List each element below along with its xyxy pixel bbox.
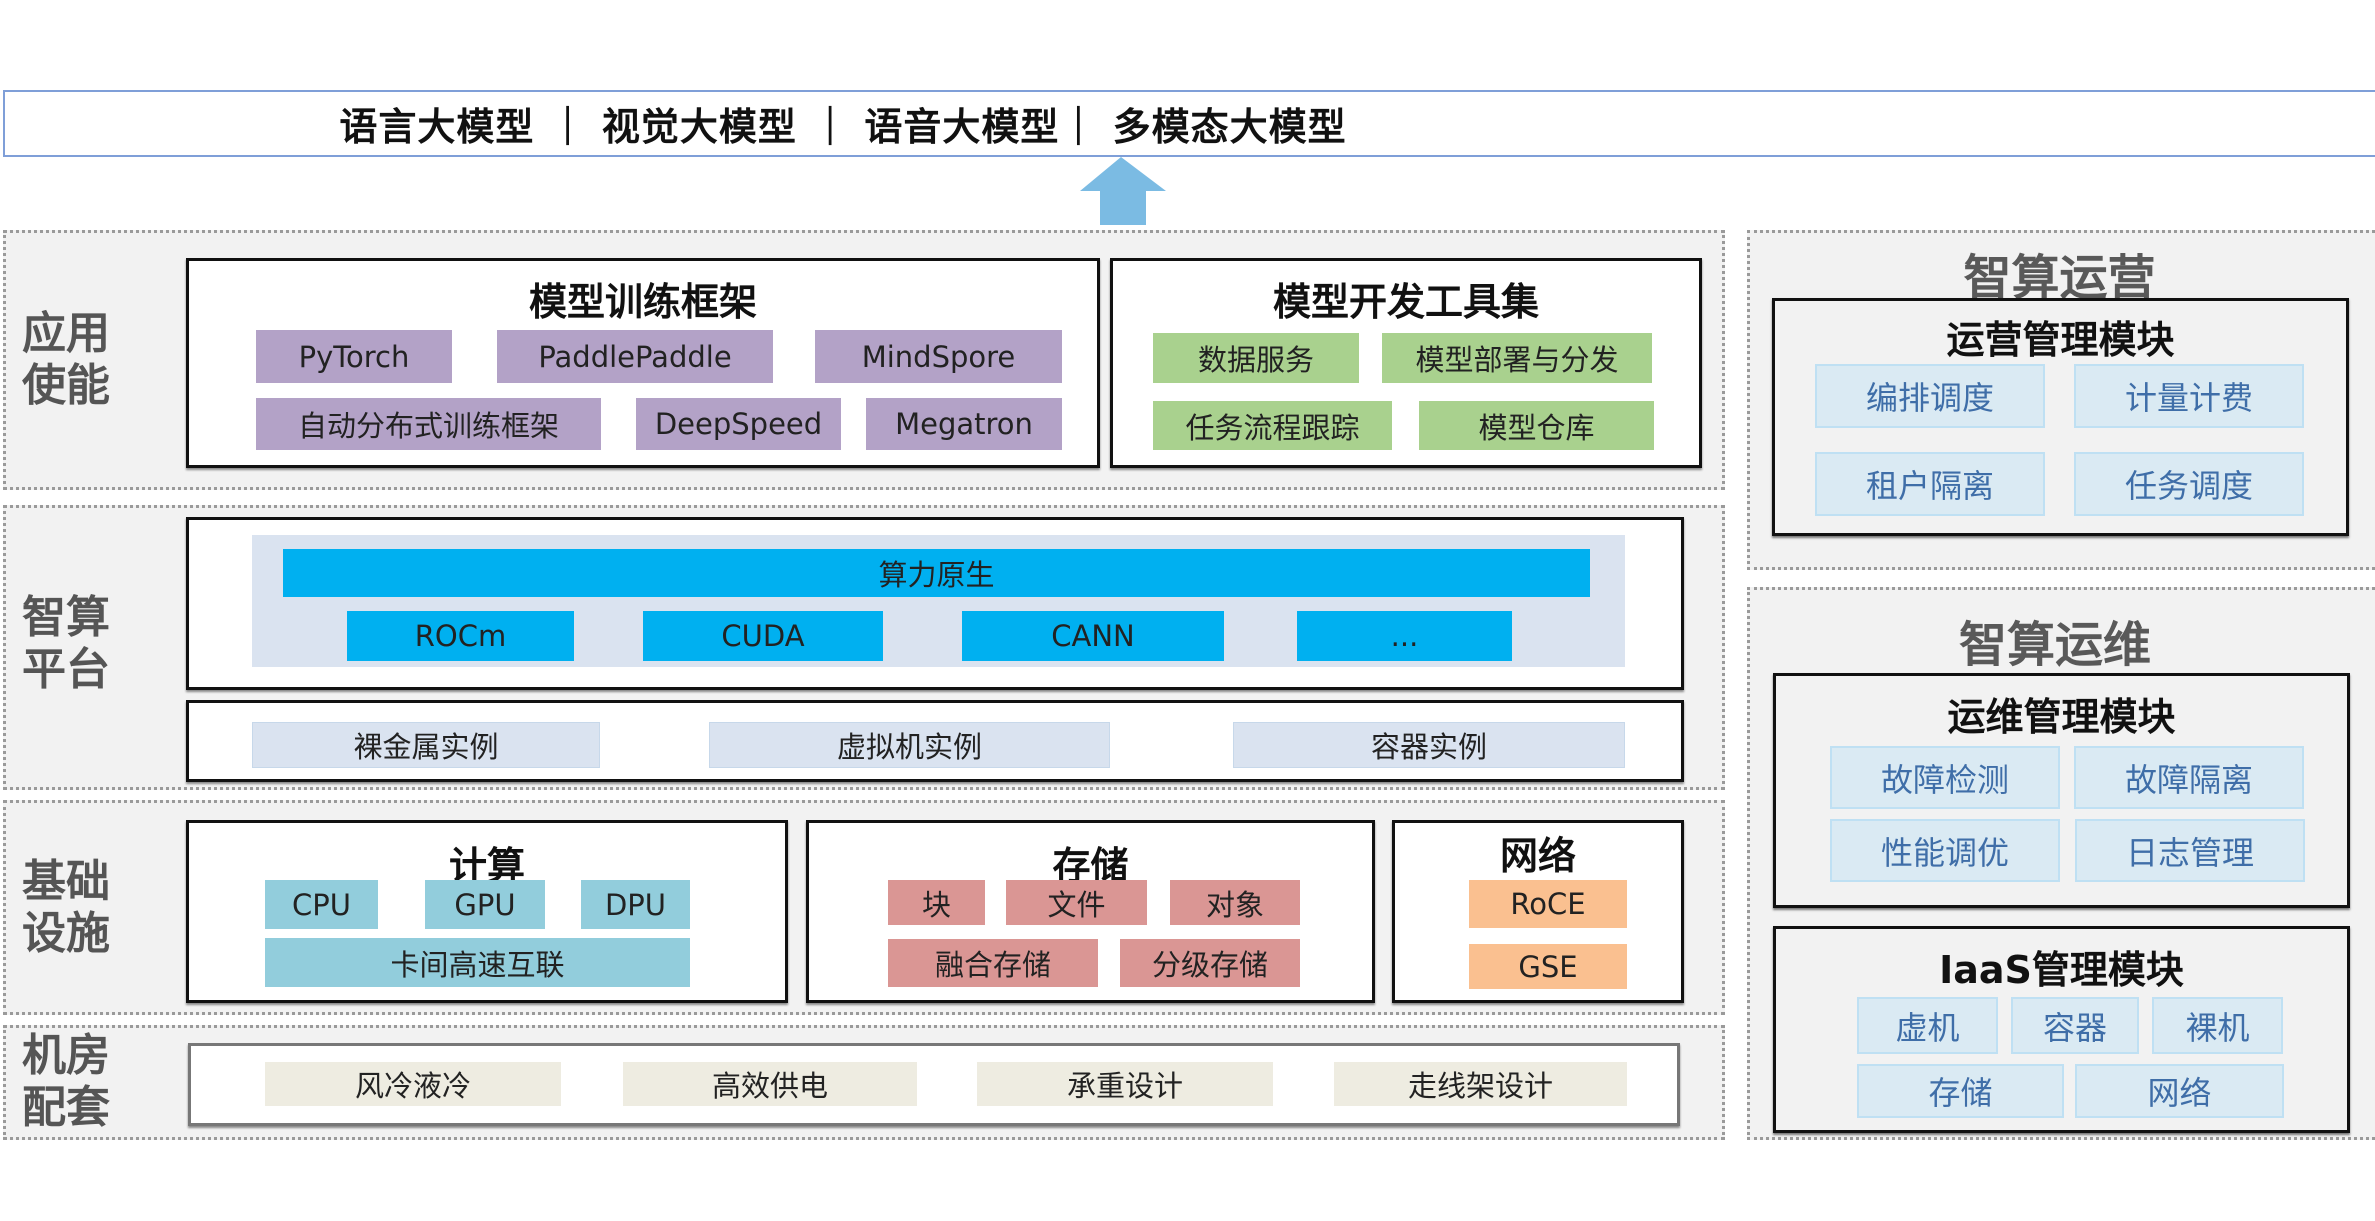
framework-chip[interactable]: PaddlePaddle xyxy=(497,330,773,383)
layer-label-line: 智算 xyxy=(22,592,110,643)
compute-chip[interactable]: 卡间高速互联 xyxy=(265,938,690,987)
iaas-chip[interactable]: 网络 xyxy=(2075,1064,2284,1118)
storage-chip[interactable]: 块 xyxy=(888,880,985,925)
operations-chip[interactable]: 租户隔离 xyxy=(1815,452,2045,516)
facility-chip[interactable]: 承重设计 xyxy=(977,1062,1273,1106)
devtool-chip[interactable]: 数据服务 xyxy=(1153,333,1359,383)
ops-module-title: 运维管理模块 xyxy=(1947,695,2176,739)
network-chip[interactable]: RoCE xyxy=(1469,880,1627,928)
facility-chip[interactable]: 风冷液冷 xyxy=(265,1062,561,1106)
devtool-chip[interactable]: 模型仓库 xyxy=(1419,401,1654,450)
ops-chip[interactable]: 故障隔离 xyxy=(2074,746,2304,809)
stack-chip[interactable]: CANN xyxy=(962,611,1224,661)
storage-chip[interactable]: 分级存储 xyxy=(1120,939,1300,987)
network-title: 网络 xyxy=(1499,834,1576,878)
instance-chip[interactable]: 虚拟机实例 xyxy=(709,722,1110,768)
network-chip[interactable]: GSE xyxy=(1469,944,1627,989)
layer-label-line: 使能 xyxy=(22,360,110,411)
layer-label-line: 应用 xyxy=(22,308,110,359)
framework-chip[interactable]: Megatron xyxy=(866,398,1062,450)
layer-label-line: 设施 xyxy=(22,908,110,959)
compute-chip[interactable]: CPU xyxy=(265,880,378,929)
dev-toolset-title: 模型开发工具集 xyxy=(1272,280,1539,324)
framework-chip[interactable]: 自动分布式训练框架 xyxy=(256,398,601,450)
model-types-text: 语言大模型 ｜ 视觉大模型 ｜ 语音大模型｜ 多模态大模型 xyxy=(339,105,1347,149)
iaas-chip[interactable]: 裸机 xyxy=(2152,997,2283,1054)
up-arrow-icon xyxy=(1080,157,1166,225)
layer-label-line: 配套 xyxy=(22,1082,110,1133)
compute-chip[interactable]: DPU xyxy=(581,880,690,929)
operations-title: 智算运营 xyxy=(1963,250,2156,306)
layer-label-facility: 机房 配套 xyxy=(22,1030,122,1134)
iaas-module-title: IaaS管理模块 xyxy=(1939,948,2184,992)
ops-chip[interactable]: 性能调优 xyxy=(1830,819,2060,882)
ops-chip[interactable]: 故障检测 xyxy=(1830,746,2060,809)
training-framework-title: 模型训练框架 xyxy=(528,280,757,324)
stack-chip[interactable]: ROCm xyxy=(347,611,574,661)
instance-chip[interactable]: 裸金属实例 xyxy=(252,722,600,768)
layer-label-infra: 基础 设施 xyxy=(22,856,122,960)
storage-chip[interactable]: 对象 xyxy=(1170,880,1300,925)
iaas-chip[interactable]: 虚机 xyxy=(1857,997,1998,1054)
layer-label-line: 平台 xyxy=(22,644,110,695)
framework-chip[interactable]: DeepSpeed xyxy=(636,398,841,450)
iaas-chip[interactable]: 容器 xyxy=(2011,997,2139,1054)
ops-chip[interactable]: 日志管理 xyxy=(2075,819,2305,882)
instance-chip[interactable]: 容器实例 xyxy=(1233,722,1625,768)
layer-label-line: 机房 xyxy=(22,1030,110,1081)
storage-chip[interactable]: 文件 xyxy=(1006,880,1147,925)
operations-chip[interactable]: 编排调度 xyxy=(1815,364,2045,428)
model-types-banner: 语言大模型 ｜ 视觉大模型 ｜ 语音大模型｜ 多模态大模型 xyxy=(3,90,2375,157)
compute-chip[interactable]: GPU xyxy=(425,880,545,929)
stack-chip[interactable]: CUDA xyxy=(643,611,883,661)
layer-label-app: 应用 使能 xyxy=(22,308,122,412)
layer-label-line: 基础 xyxy=(22,856,110,907)
maintenance-title: 智算运维 xyxy=(1958,617,2151,673)
compute-native-bar[interactable]: 算力原生 xyxy=(283,549,1590,597)
layer-label-platform: 智算 平台 xyxy=(22,592,122,696)
devtool-chip[interactable]: 任务流程跟踪 xyxy=(1153,401,1392,450)
iaas-chip[interactable]: 存储 xyxy=(1857,1064,2064,1118)
operations-module-title: 运营管理模块 xyxy=(1946,318,2175,362)
operations-chip[interactable]: 任务调度 xyxy=(2074,452,2304,516)
framework-chip[interactable]: MindSpore xyxy=(815,330,1062,383)
operations-chip[interactable]: 计量计费 xyxy=(2074,364,2304,428)
devtool-chip[interactable]: 模型部署与分发 xyxy=(1382,333,1652,383)
framework-chip[interactable]: PyTorch xyxy=(256,330,452,383)
stack-chip[interactable]: ... xyxy=(1297,611,1512,661)
storage-chip[interactable]: 融合存储 xyxy=(888,939,1098,987)
facility-chip[interactable]: 走线架设计 xyxy=(1334,1062,1627,1106)
facility-chip[interactable]: 高效供电 xyxy=(623,1062,917,1106)
